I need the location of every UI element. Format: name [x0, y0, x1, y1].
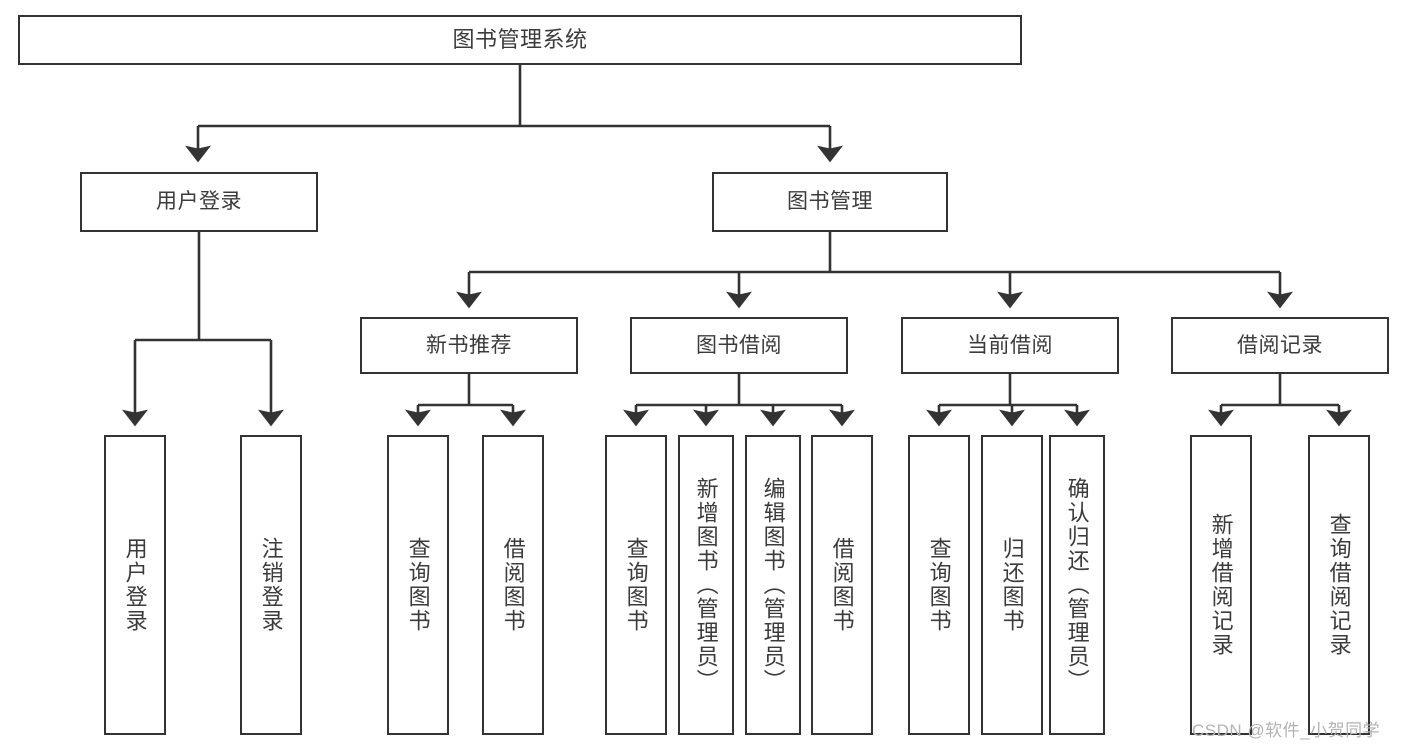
node-root[interactable]: 图书管理系统: [18, 15, 1022, 65]
node-user-login[interactable]: 用户登录: [80, 172, 318, 232]
leaf-current-query-book[interactable]: 查询图书: [908, 435, 970, 735]
watermark: CSDN @软件_小贺同学: [1192, 721, 1381, 740]
leaf-borrow-lend-book[interactable]: 借阅图书: [811, 435, 873, 735]
leaf-current-confirm-return-admin[interactable]: 确认归还（管理员）: [1049, 435, 1105, 735]
node-borrow-record[interactable]: 借阅记录: [1171, 317, 1389, 374]
leaf-user-logout[interactable]: 注销登录: [240, 435, 302, 735]
leaf-newbook-borrow-book[interactable]: 借阅图书: [482, 435, 544, 735]
leaf-newbook-query-book[interactable]: 查询图书: [387, 435, 449, 735]
leaf-record-add-borrow-record[interactable]: 新增借阅记录: [1190, 435, 1252, 735]
leaf-current-return-book[interactable]: 归还图书: [981, 435, 1043, 735]
leaf-borrow-query-book[interactable]: 查询图书: [605, 435, 667, 735]
node-book-management[interactable]: 图书管理: [712, 172, 948, 232]
leaf-user-login[interactable]: 用户登录: [104, 435, 166, 735]
leaf-borrow-edit-book-admin[interactable]: 编辑图书（管理员）: [745, 435, 801, 735]
node-new-book-recommend[interactable]: 新书推荐: [360, 317, 578, 374]
node-book-borrow[interactable]: 图书借阅: [630, 317, 848, 374]
leaf-borrow-add-book-admin[interactable]: 新增图书（管理员）: [678, 435, 734, 735]
node-current-borrow[interactable]: 当前借阅: [901, 317, 1119, 374]
leaf-record-query-borrow-record[interactable]: 查询借阅记录: [1308, 435, 1370, 735]
